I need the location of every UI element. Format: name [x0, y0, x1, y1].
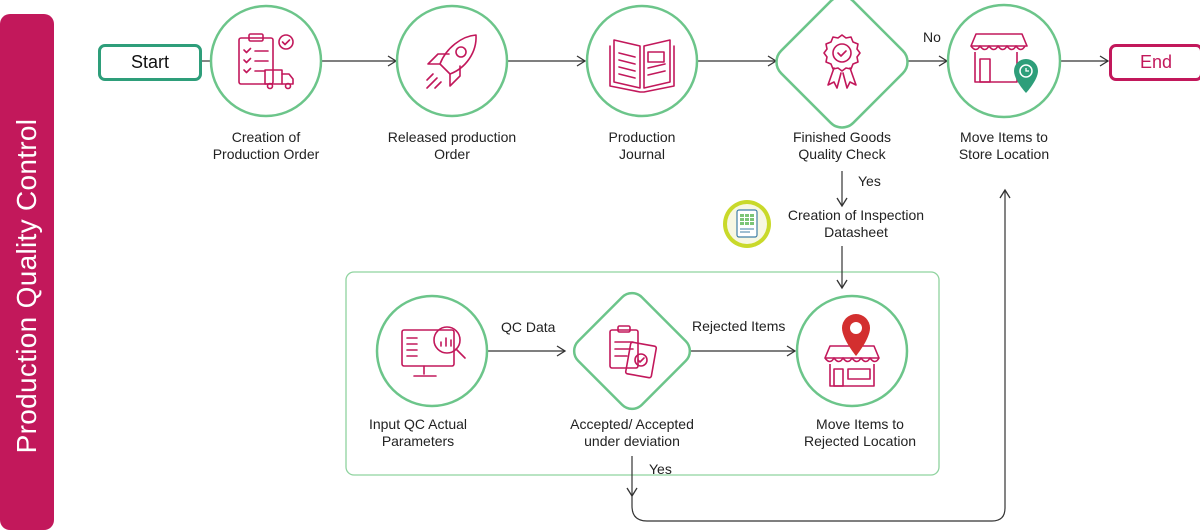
node-rejected-location-circle: [795, 294, 909, 408]
label-store-location: Move Items to Store Location: [958, 129, 1050, 162]
label-production-journal: Production Journal: [608, 129, 676, 162]
clipboard-approved-icon: [609, 325, 658, 379]
label-accepted: Accepted/ Accepted under deviation: [570, 416, 694, 449]
edge-label-no: No: [923, 29, 941, 45]
edge-label-yes-check: Yes: [858, 173, 881, 189]
store-red-pin-icon: [824, 314, 880, 387]
label-creation-order: Creation of Production Order: [191, 129, 341, 163]
award-ribbon-icon: [823, 34, 861, 89]
monitor-magnifier-chart-icon: [401, 326, 466, 377]
node-released-order-circle: [395, 4, 509, 118]
node-store-location-circle: [946, 3, 1062, 119]
edge-return-to-store: [631, 188, 1011, 522]
label-inspection-datasheet: Creation of Inspection Datasheet: [787, 207, 925, 240]
node-production-journal-circle: [585, 4, 699, 118]
newspaper-icon: [609, 39, 675, 93]
node-accepted-diamond: [572, 291, 692, 411]
node-quality-check-diamond: [775, 0, 909, 129]
store-location-pin-icon: [970, 33, 1038, 93]
label-quality-check: Finished Goods Quality Check: [792, 129, 892, 162]
qc-group-container: [345, 271, 940, 476]
label-input-qc: Input QC Actual Parameters: [368, 416, 468, 449]
end-terminal: End: [1109, 44, 1200, 81]
label-released-order: Released production Order: [387, 129, 517, 162]
edge-label-rejected-items: Rejected Items: [692, 318, 786, 334]
spreadsheet-icon: [723, 200, 771, 248]
sidebar-band: Production Quality Control: [0, 14, 54, 530]
clipboard-checklist-icon: [238, 33, 294, 90]
start-terminal: Start: [98, 44, 202, 81]
label-rejected-location: Move Items to Rejected Location: [803, 416, 917, 449]
node-input-qc-circle: [375, 294, 489, 408]
label-creation-order-line: Creation of Production Order: [212, 129, 320, 162]
rocket-icon: [426, 34, 477, 89]
edge-label-yes-accepted: Yes: [649, 461, 672, 477]
edge-label-qc-data: QC Data: [501, 319, 556, 335]
